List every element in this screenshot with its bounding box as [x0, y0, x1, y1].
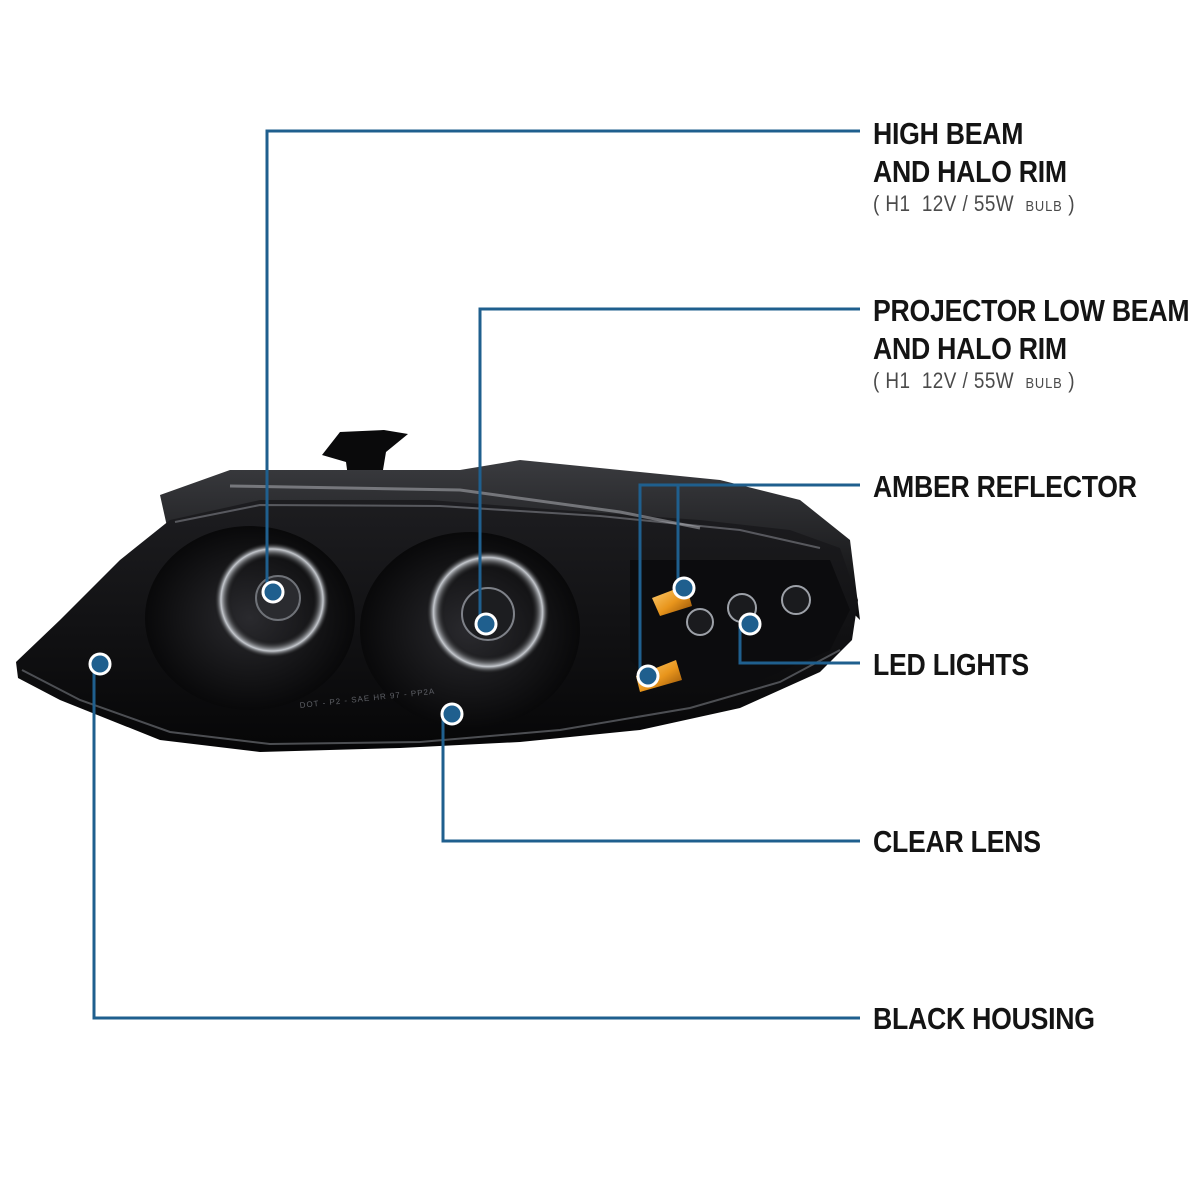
spec-low-beam-rating: 12V / 55W [921, 368, 1015, 393]
label-low-beam-line1: PROJECTOR LOW BEAM [873, 293, 1190, 328]
label-low-beam-line2: AND HALO RIM [873, 331, 1067, 366]
label-high-beam-spec: ( H1 12V / 55W BULB ) [873, 191, 1076, 216]
label-high-beam: HIGH BEAM AND HALO RIM ( H1 12V / 55W BU… [873, 115, 1075, 220]
leader-lines [92, 129, 860, 1020]
callout-dot-high-beam [261, 580, 285, 604]
label-low-beam-spec: ( H1 12V / 55W BULB ) [873, 368, 1076, 393]
top-rail-highlight [174, 503, 821, 549]
headlight-assembly: DOT - P2 - SAE HR 97 - PP2A [16, 430, 860, 752]
label-amber-reflector: AMBER REFLECTOR [873, 468, 1137, 506]
leader-low-beam [478, 307, 860, 624]
led-bulb [686, 608, 714, 636]
callout-dots [88, 576, 762, 726]
label-clear-lens-text: CLEAR LENS [873, 824, 1041, 859]
callout-dot-clear-lens [440, 702, 464, 726]
callout-dot-black-housing [88, 652, 112, 676]
callout-dot-low-beam [474, 612, 498, 636]
callout-dot-led [738, 612, 762, 636]
callout-dot-amber-lower [636, 664, 660, 688]
label-amber-reflector-text: AMBER REFLECTOR [873, 469, 1137, 504]
spec-high-beam-rating: 12V / 55W [921, 191, 1015, 216]
chrome-rod [229, 484, 701, 530]
callout-dot-amber-upper [672, 576, 696, 600]
label-led-lights: LED LIGHTS [873, 646, 1029, 684]
label-clear-lens: CLEAR LENS [873, 823, 1041, 861]
spec-low-beam-unit: BULB [1025, 375, 1063, 392]
spec-high-beam-type: H1 [885, 191, 911, 216]
spec-high-beam-unit: BULB [1025, 198, 1063, 215]
label-led-lights-text: LED LIGHTS [873, 647, 1029, 682]
label-high-beam-line2: AND HALO RIM [873, 154, 1067, 189]
led-bulb [781, 585, 811, 615]
lens-edge-highlight [21, 649, 841, 746]
label-low-beam: PROJECTOR LOW BEAM AND HALO RIM ( H1 12V… [873, 292, 1190, 397]
mounting-bracket [322, 430, 408, 492]
leader-led-lights [738, 624, 860, 665]
leader-black-housing [92, 664, 860, 1020]
spec-low-beam-type: H1 [885, 368, 911, 393]
label-high-beam-line1: HIGH BEAM [873, 116, 1024, 151]
label-black-housing-text: BLACK HOUSING [873, 1001, 1095, 1036]
label-black-housing: BLACK HOUSING [873, 1000, 1095, 1038]
leader-amber-reflector [638, 483, 860, 676]
leader-clear-lens [441, 716, 860, 843]
leader-high-beam [265, 129, 860, 592]
